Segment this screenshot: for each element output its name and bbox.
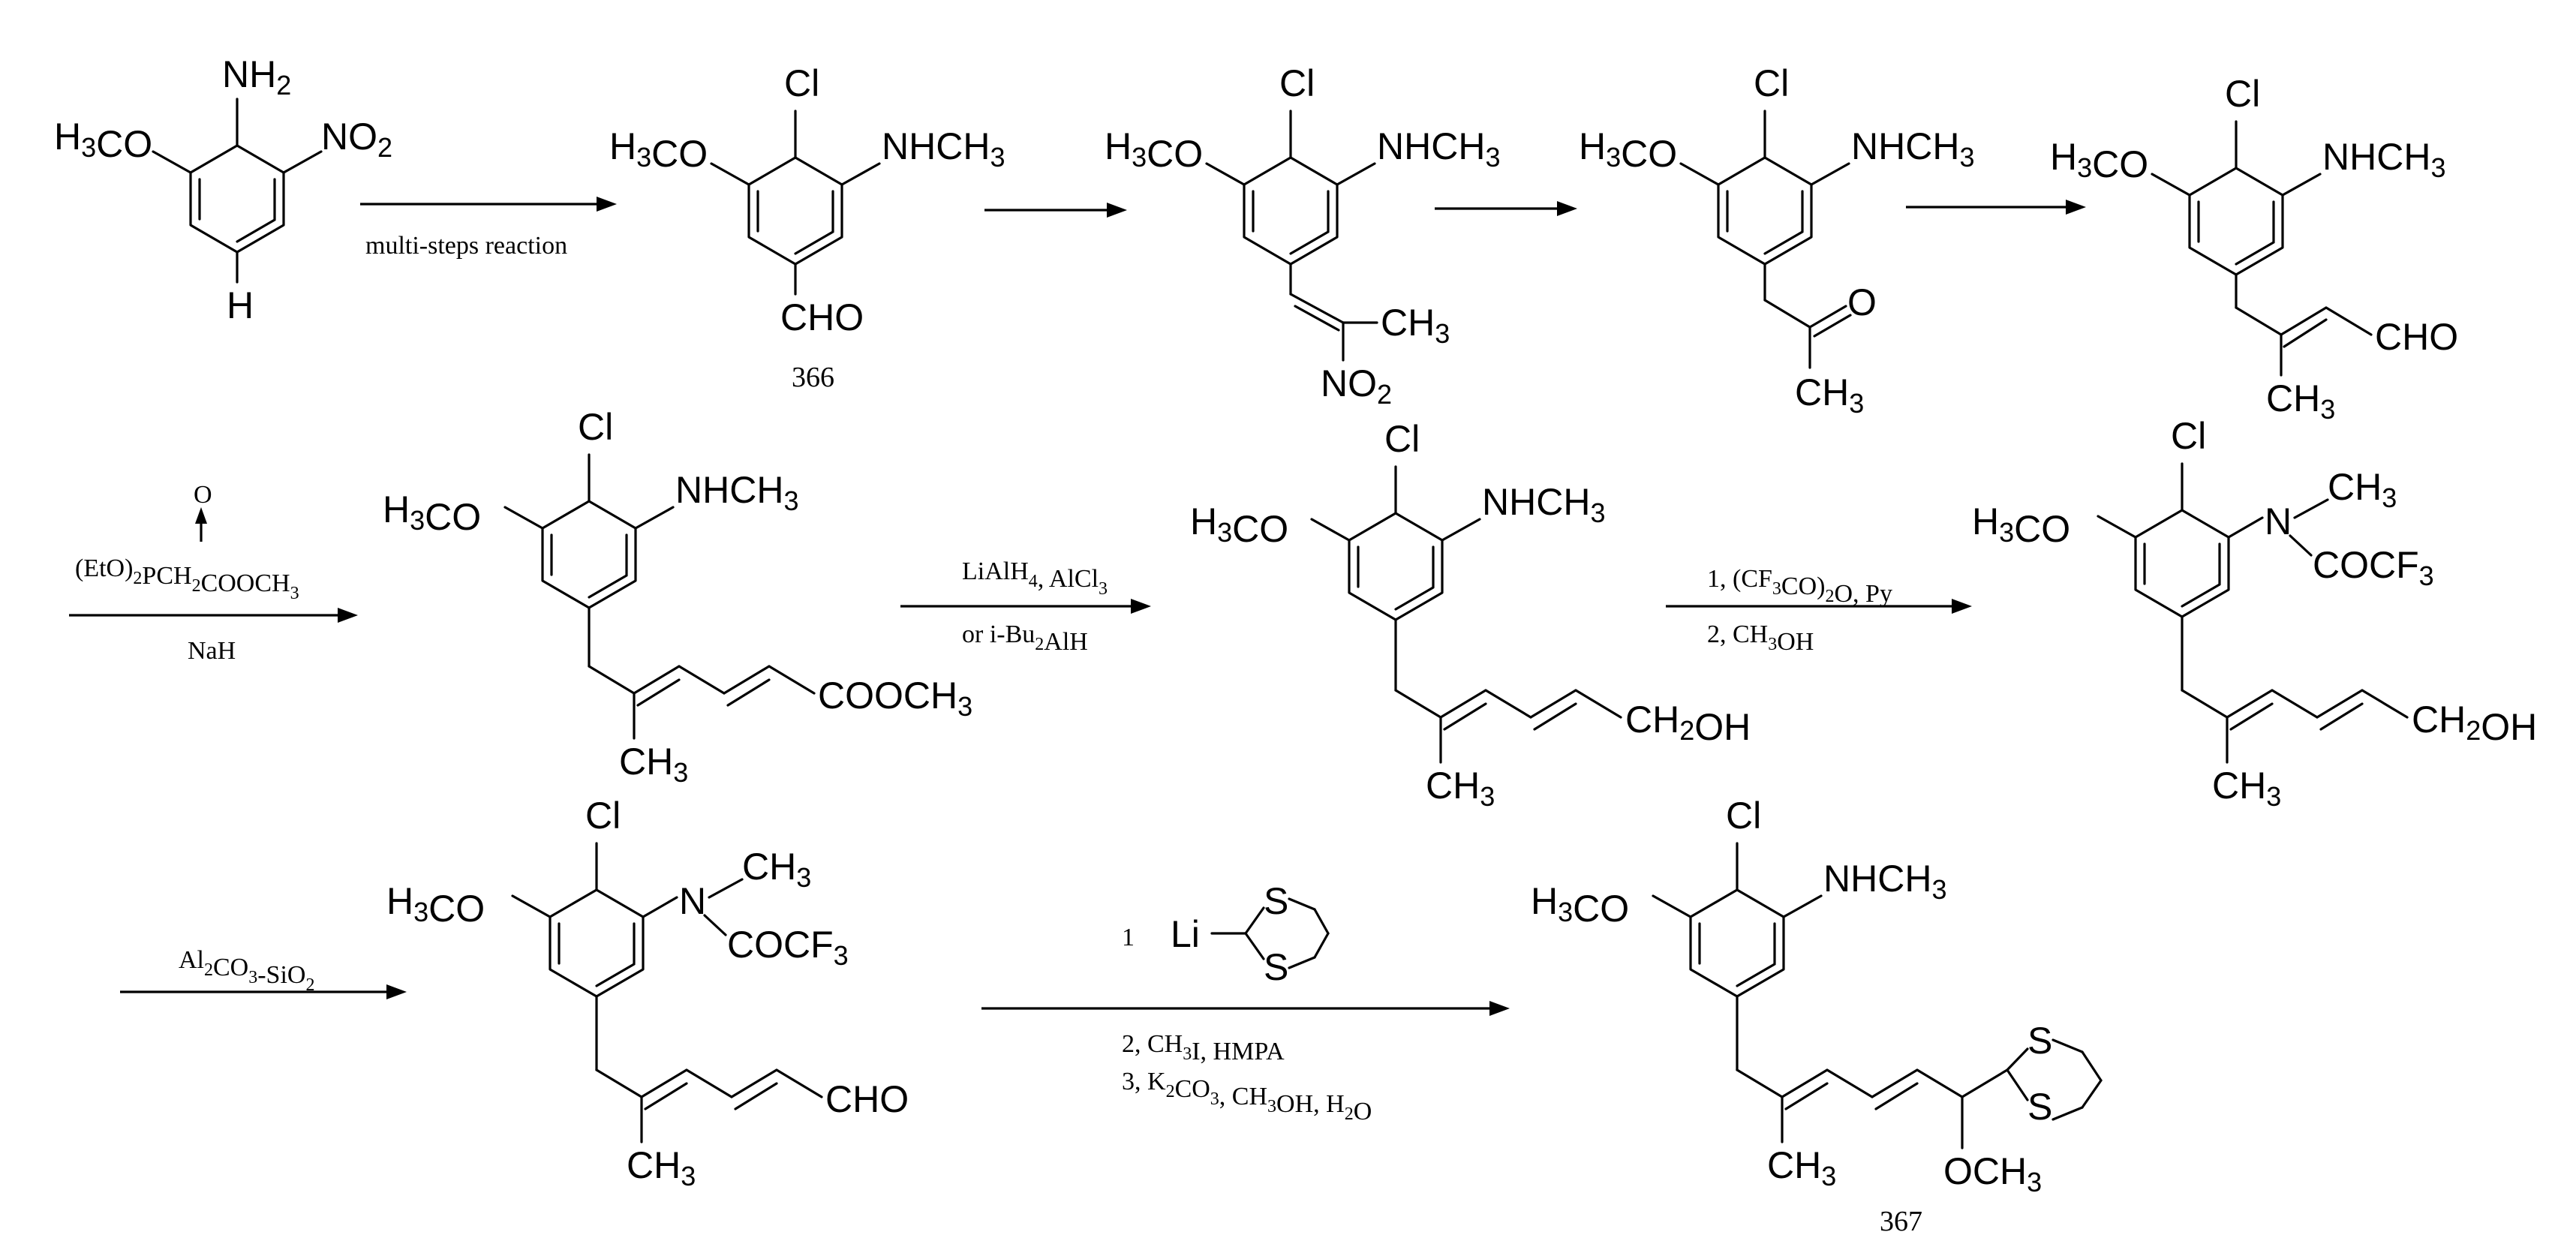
h-label: H: [227, 284, 254, 326]
sulfur-label-1: S: [2027, 1020, 2052, 1062]
methoxy-label: H3CO: [609, 125, 708, 175]
compound-number-367: 367: [1880, 1206, 1922, 1237]
molecule-enal: Cl NHCH3 H3CO CHO CH3: [2050, 73, 2458, 425]
oxidation-reagent: Al2CO3-SiO2: [179, 946, 314, 995]
molecule-367: Cl NHCH3 H3CO S S OCH3 CH3 367: [1531, 795, 2103, 1237]
molecule-366: Cl NHCH3 H3CO CHO 366: [609, 62, 1005, 393]
molecule-n-tfa-dienol: Cl N CH3 COCF3 H3CO CH2OH CH3: [1972, 415, 2537, 812]
ch3-label: CH3: [1381, 302, 1450, 349]
tfa-label: COCF3: [727, 924, 849, 971]
nh2-label: NH2: [222, 53, 291, 101]
nhme-label: NHCH3: [1377, 125, 1500, 173]
tfaa-step2: 2, CH3OH: [1707, 621, 1814, 656]
dithiane-step2: 2, CH3I, HMPA: [1122, 1030, 1285, 1065]
methoxy-label: H3CO: [54, 116, 152, 165]
molecule-dienoate: Cl NHCH3 H3CO COOCH3 CH3: [383, 406, 972, 788]
cl-label: Cl: [2225, 73, 2260, 115]
arrow-label-multistep: multi-steps reaction: [365, 232, 567, 260]
reaction-arrow-oxidation: Al2CO3-SiO2: [120, 946, 407, 999]
reaction-arrow-dithiane: 1 Li S S 2, CH3I, HMPA 3, K2CO3, CH3OH, …: [981, 880, 1510, 1125]
ch3-label: CH3: [1767, 1144, 1836, 1191]
tfa-label: COCF3: [2313, 544, 2434, 591]
cl-label: Cl: [578, 406, 613, 448]
phosphonate-reagent: (EtO)2PCH2COOCH3: [75, 554, 299, 603]
dithiane-step3: 3, K2CO3, CH3OH, H2O: [1122, 1068, 1372, 1125]
n-label: N: [2265, 500, 2292, 542]
molecule-n-tfa-dienal: Cl N CH3 COCF3 H3CO CHO CH3: [386, 795, 909, 1191]
cl-label: Cl: [1726, 795, 1761, 837]
n-methyl-label: CH3: [2328, 466, 2397, 513]
cho-label: CHO: [825, 1078, 909, 1120]
methoxy-label: H3CO: [2050, 136, 2148, 185]
ch2oh-label: CH2OH: [1625, 699, 1751, 748]
reaction-arrow-hwe: O (EtO)2PCH2COOCH3 NaH: [69, 481, 358, 665]
no2-label: NO2: [1321, 362, 1392, 410]
ch3-label: CH3: [619, 741, 688, 788]
nhme-label: NHCH3: [2322, 136, 2445, 183]
ch3-label: CH3: [2266, 377, 2335, 425]
lithium-label: Li: [1171, 913, 1200, 955]
cl-label: Cl: [784, 62, 819, 104]
nhme-label: NHCH3: [1482, 481, 1605, 528]
molecule-dienol: Cl NHCH3 H3CO CH2OH CH3: [1190, 418, 1751, 812]
reduction-reagent-2: or i-Bu2AlH: [962, 621, 1088, 656]
tfaa-step1: 1, (CF3CO)2O, Py: [1707, 565, 1892, 608]
reaction-arrow-3: [1435, 201, 1577, 216]
ester-label: COOCH3: [818, 675, 972, 722]
methoxy-label: H3CO: [1105, 125, 1203, 175]
cl-label: Cl: [1384, 418, 1420, 460]
nhme-label: NHCH3: [1823, 858, 1946, 905]
dithiane-reagent: S S: [1210, 880, 1330, 988]
sulfur-label-1: S: [1264, 880, 1288, 922]
cl-label: Cl: [1754, 62, 1789, 104]
ch2oh-label: CH2OH: [2412, 699, 2537, 748]
methoxy-label: H3CO: [1531, 880, 1629, 930]
methoxy-label: H3CO: [383, 488, 481, 538]
ch3-label: CH3: [627, 1144, 696, 1191]
no2-label: NO2: [321, 116, 392, 163]
ome-label: OCH3: [1943, 1150, 2042, 1197]
molecule-start: NH2 NO2 H3CO H: [54, 53, 392, 326]
reduction-reagent-1: LiAlH4, AlCl3: [962, 557, 1108, 599]
ch3-label: CH3: [2212, 765, 2281, 812]
reaction-arrow-2: [984, 203, 1127, 218]
reaction-arrow-1: multi-steps reaction: [360, 197, 617, 260]
n-methyl-label: CH3: [742, 846, 811, 893]
nhme-label: NHCH3: [675, 469, 798, 516]
nhme-label: NHCH3: [1851, 125, 1974, 173]
methoxy-label: H3CO: [1972, 500, 2070, 550]
ch3-label: CH3: [1795, 371, 1864, 419]
methoxy-label: H3CO: [386, 880, 485, 930]
molecule-nitroalkene: Cl NHCH3 H3CO CH3 NO2: [1105, 62, 1500, 410]
cl-label: Cl: [2171, 415, 2206, 457]
phosphonate-oxygen: O: [194, 481, 212, 509]
cl-label: Cl: [585, 795, 621, 837]
reaction-arrow-reduction: LiAlH4, AlCl3 or i-Bu2AlH: [900, 557, 1151, 656]
cl-label: Cl: [1279, 62, 1315, 104]
reaction-arrow-4: [1906, 200, 2086, 215]
ch3-label: CH3: [1426, 765, 1495, 812]
cho-label: CHO: [2375, 316, 2458, 358]
methoxy-label: H3CO: [1579, 125, 1677, 175]
compound-number-366: 366: [792, 362, 834, 393]
n-label: N: [679, 880, 706, 922]
cho-label: CHO: [780, 296, 864, 338]
sulfur-label-2: S: [2027, 1086, 2052, 1128]
sulfur-label-2: S: [1264, 946, 1288, 988]
base-reagent: NaH: [188, 637, 236, 665]
nhme-label: NHCH3: [882, 125, 1005, 173]
molecule-ketone: Cl NHCH3 H3CO O CH3: [1579, 62, 1974, 419]
reaction-arrow-tfaa: 1, (CF3CO)2O, Py 2, CH3OH: [1666, 565, 1972, 656]
methoxy-label: H3CO: [1190, 500, 1288, 550]
dithiane-step1-number: 1: [1122, 924, 1135, 951]
carbonyl-o-label: O: [1847, 281, 1877, 323]
